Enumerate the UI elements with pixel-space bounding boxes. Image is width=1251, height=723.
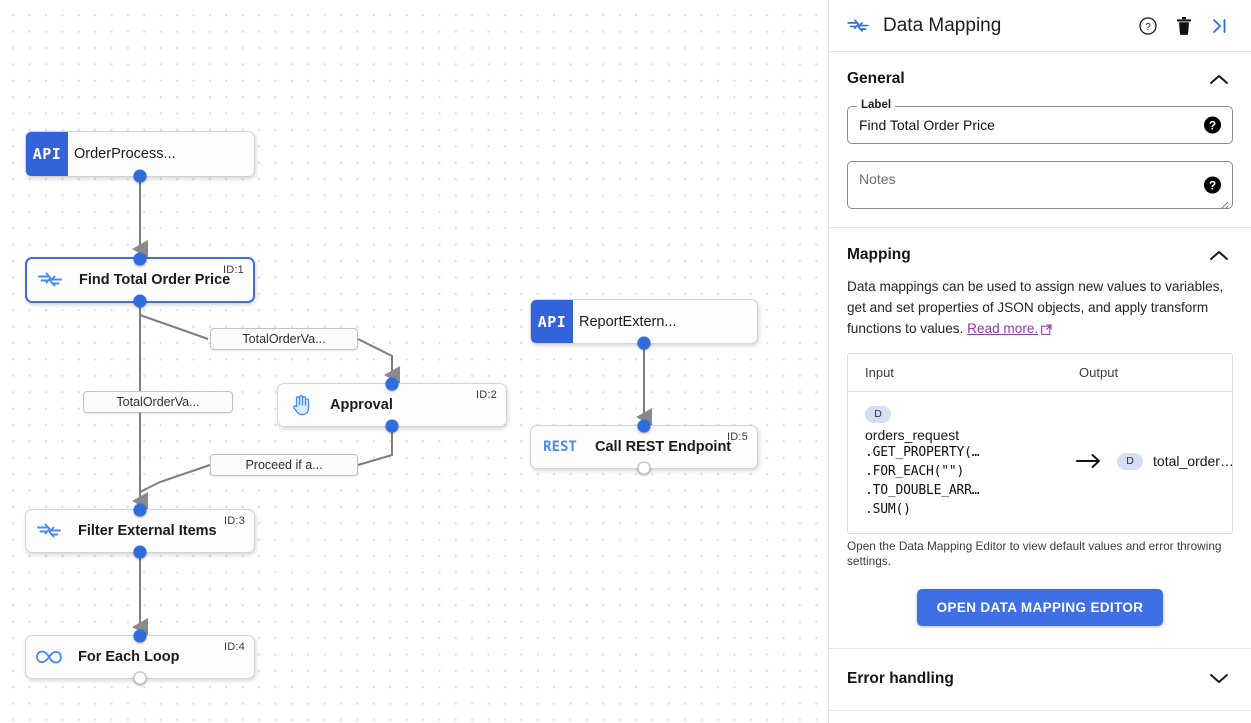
node-title: Call REST Endpoint [595,439,732,455]
properties-panel: Data Mapping ? [828,0,1251,723]
section-mapping: Mapping Data mappings can be used to ass… [829,227,1251,648]
data-mapping-icon [27,271,73,289]
notes-field[interactable]: Notes ? [847,161,1233,210]
infinity-icon [26,649,72,665]
column-header-output: Output [1079,365,1119,380]
label-field[interactable]: Label Find Total Order Price ? [847,99,1233,144]
mapping-input-line: .GET_PROPERTY(… [865,444,980,460]
mapping-hint: Open the Data Mapping Editor to view def… [847,538,1222,568]
mapping-description-text: Data mappings can be used to assign new … [847,279,1224,336]
open-data-mapping-editor-button[interactable]: OPEN DATA MAPPING EDITOR [916,588,1164,626]
section-error-handling: Error handling [829,647,1251,710]
mapping-input-name: orders_request [865,426,960,443]
resize-grip-icon[interactable] [1220,197,1229,210]
mapping-input-cell: D orders_request .GET_PROPERTY(… .FOR_EA… [848,404,1063,519]
collapse-panel-icon[interactable] [1205,11,1235,41]
node-id-label: ID:3 [224,515,245,527]
column-header-input: Input [865,365,894,380]
trash-icon[interactable] [1169,11,1199,41]
node-output-port[interactable] [385,419,399,433]
help-icon[interactable]: ? [1204,176,1221,194]
api-badge: API [531,300,573,343]
node-id-label: ID:4 [224,641,245,653]
help-icon[interactable]: ? [1204,116,1221,134]
mapping-input-line: .TO_DOUBLE_ARR… [865,482,980,498]
flow-node-reportextern[interactable]: API ReportExtern... [530,299,758,350]
help-circle-icon[interactable]: ? [1133,11,1163,41]
read-more-link[interactable]: Read more. [967,321,1039,336]
section-mapping-header[interactable]: Mapping [847,228,1233,274]
flow-node-for-each-loop[interactable]: For Each Loop ID:4 [25,629,255,685]
table-row[interactable]: D orders_request .GET_PROPERTY(… .FOR_EA… [848,392,1232,533]
flow-node-filter-external-items[interactable]: Filter External Items ID:3 [25,503,255,559]
flow-edges [132,177,652,636]
flow-canvas[interactable]: API OrderProcess... [0,0,828,723]
mapping-table-header: Input Output [848,354,1232,392]
section-error-handling-header[interactable]: Error handling [847,649,1233,710]
notes-placeholder: Notes [859,171,896,187]
external-link-icon[interactable] [1041,320,1052,341]
edge-label[interactable]: TotalOrderVa... [83,391,233,413]
node-id-label: ID:1 [223,264,244,276]
node-title: ReportExtern... [579,313,677,330]
chevron-down-icon[interactable] [1205,670,1233,687]
mapping-arrow-icon [1063,453,1115,469]
mapping-table: Input Output D orders_request .GET_PROPE… [847,353,1233,534]
section-general-header[interactable]: General [847,52,1233,98]
section-title: Error handling [847,669,954,687]
node-id-label: ID:5 [727,431,748,443]
node-title: OrderProcess... [74,146,176,162]
chevron-up-icon[interactable] [1205,71,1233,88]
node-input-port[interactable] [637,419,651,433]
output-type-badge: D [1117,452,1144,470]
node-id-label: ID:2 [476,389,497,401]
data-mapping-icon [847,18,869,34]
flow-node-approval[interactable]: Approval ID:2 [277,377,507,433]
section-title: Mapping [847,246,911,263]
input-type-badge: D [865,405,891,423]
panel-header: Data Mapping ? [829,0,1251,52]
node-input-port[interactable] [133,503,147,517]
rest-badge: REST [543,439,577,455]
node-title: Find Total Order Price [79,272,231,288]
node-output-port[interactable] [133,671,147,685]
node-title: For Each Loop [78,649,180,665]
page-title: Data Mapping [883,14,1002,36]
mapping-input-line: .SUM() [865,501,911,517]
mapping-button-row: OPEN DATA MAPPING EDITOR [847,569,1233,648]
node-input-port[interactable] [385,377,399,391]
data-mapping-icon [26,522,72,540]
node-input-port[interactable] [133,252,147,266]
label-field-legend: Label [857,99,896,111]
api-badge: API [26,132,68,176]
mapping-output-name: total_order… [1153,453,1233,470]
node-title: Filter External Items [78,523,217,539]
chevron-up-icon[interactable] [1205,247,1233,264]
node-input-port[interactable] [133,629,147,643]
edge-label[interactable]: TotalOrderVa... [210,328,358,350]
section-title: General [847,70,905,87]
node-output-port[interactable] [133,294,147,308]
flow-node-find-total-order-price[interactable]: Find Total Order Price ID:1 [25,252,255,308]
hand-icon [278,394,324,416]
node-output-port[interactable] [133,169,147,183]
flow-node-call-rest-endpoint[interactable]: REST Call REST Endpoint ID:5 [530,419,758,475]
label-field-value: Find Total Order Price [859,117,995,133]
edge-label[interactable]: Proceed if a... [210,454,358,476]
mapping-output-cell: D total_order… [1115,452,1233,470]
node-output-port[interactable] [637,336,651,350]
node-output-port[interactable] [133,545,147,559]
section-general: General Label Find Total Order Price ? N… [829,52,1251,227]
node-output-port[interactable] [637,461,651,475]
svg-text:?: ? [1145,22,1151,33]
flow-node-orderprocess[interactable]: API OrderProcess... [25,131,255,183]
node-title: Approval [330,397,393,413]
mapping-description: Data mappings can be used to assign new … [847,276,1233,341]
mapping-input-line: .FOR_EACH("") [865,463,965,479]
